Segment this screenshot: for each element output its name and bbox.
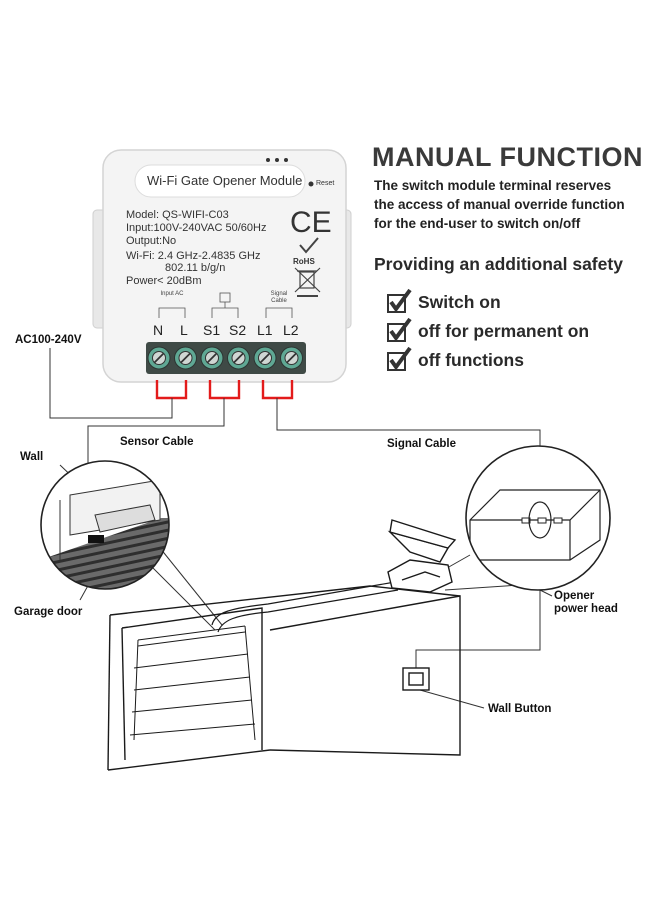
spec-power: Power< 20dBm	[126, 275, 202, 287]
sensor-cable-label: Sensor Cable	[120, 436, 194, 448]
spec-protocol: 802.11 b/g/n	[165, 262, 226, 274]
switch-symbol-icon	[219, 292, 231, 303]
terminal-screw	[147, 346, 171, 370]
check-icons	[387, 288, 412, 371]
feature-off-functions: off functions	[418, 350, 524, 370]
ce-mark: CE	[290, 206, 332, 239]
terminal-l1: L1	[257, 322, 273, 338]
terminal-screw	[227, 346, 250, 370]
feature-switch-on: Switch on	[418, 292, 501, 312]
description-line-1: The switch module terminal reserves	[374, 178, 612, 193]
spec-input: Input:100V-240VAC 50/60Hz	[126, 222, 267, 234]
terminal-s2: S2	[229, 322, 247, 338]
spec-wifi: Wi-Fi: 2.4 GHz-2.4835 GHz	[126, 250, 261, 262]
check-box-icon	[387, 317, 412, 342]
terminal-l2: L2	[283, 322, 299, 338]
description-line-3: for the end-user to switch on/off	[374, 216, 581, 231]
terminal-screw	[174, 346, 197, 370]
spec-output: Output:No	[126, 235, 177, 247]
garage-illustration	[107, 519, 461, 771]
wall-sensor-magnifier	[40, 460, 170, 590]
wall-button-label: Wall Button	[488, 703, 552, 715]
check-box-icon	[387, 288, 412, 313]
spec-model: Model: QS-WIFI-C03	[126, 209, 229, 221]
terminal-l: L	[180, 322, 188, 338]
terminal-screw	[280, 346, 303, 370]
ac-input-label: AC100-240V	[15, 334, 82, 346]
terminal-group-signal: Signal Cable	[270, 291, 288, 304]
wall-label: Wall	[20, 451, 44, 463]
feature-permanent-on: off for permanent on	[418, 321, 590, 341]
rohs-label: RoHS	[293, 257, 315, 266]
signal-cable-label: Signal Cable	[387, 438, 457, 450]
check-box-icon	[387, 346, 412, 371]
page-title: MANUAL FUNCTION	[372, 142, 643, 172]
opener-label-line2: power head	[554, 603, 618, 615]
terminal-screw	[200, 346, 224, 370]
approval-check-icon	[299, 237, 319, 254]
weee-bin-icon	[294, 267, 321, 297]
terminal-n: N	[153, 322, 164, 338]
gate-opener-module: CE	[92, 149, 352, 383]
opener-label-line1: Opener	[554, 590, 595, 602]
terminal-screw	[253, 346, 277, 370]
description-line-2: the access of manual override function	[374, 197, 625, 212]
opener-terminals	[521, 517, 563, 524]
terminal-group-input: Input AC	[160, 291, 184, 297]
terminal-s1: S1	[203, 322, 221, 338]
opener-magnifier	[465, 445, 611, 591]
garage-door-label: Garage door	[14, 606, 83, 618]
reset-label: Reset	[316, 180, 335, 187]
safety-heading: Providing an additional safety	[374, 254, 623, 274]
module-name: Wi-Fi Gate Opener Module	[147, 173, 303, 188]
